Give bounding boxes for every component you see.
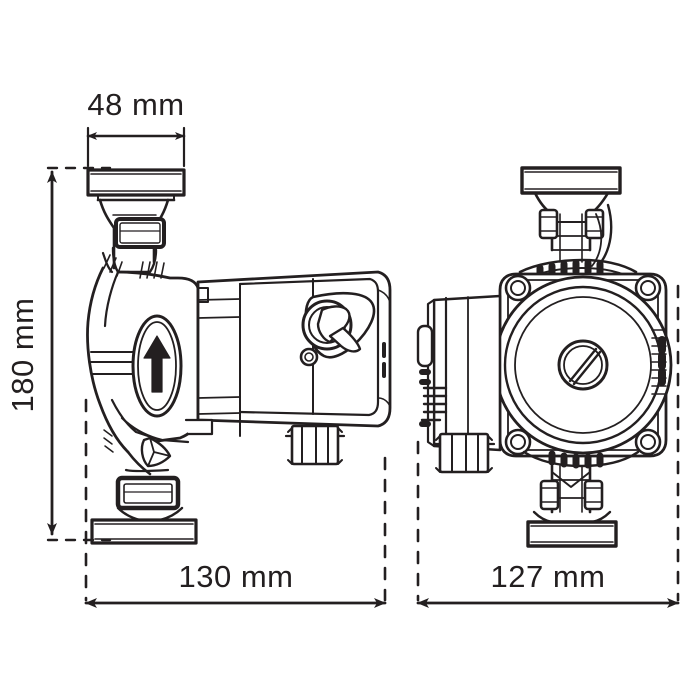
- front-neck-hex-nuts: [538, 208, 605, 240]
- rotary-selector-knob-icon[interactable]: [301, 291, 376, 359]
- top-pipe-flange: [86, 168, 186, 202]
- lower-union-nut: [115, 475, 181, 511]
- volute-connector-stub: [184, 287, 214, 436]
- front-lower-hex-nuts: [539, 479, 604, 511]
- terminal-box-edge-marks: [419, 369, 431, 427]
- lower-volute: [103, 398, 190, 476]
- front-top-flange: [520, 166, 622, 195]
- bottom-pipe-flange: [90, 518, 198, 545]
- dim-label-130mm: 130 mm: [179, 559, 294, 594]
- flow-direction-arrow-icon: [143, 335, 171, 393]
- led-indicator-icon: [299, 347, 319, 367]
- front-view-group: [416, 166, 673, 548]
- lower-fitting: [140, 436, 172, 468]
- dim-130-extensions: [84, 398, 387, 602]
- dim-label-127mm: 127 mm: [491, 559, 606, 594]
- front-housing-ridges: [651, 329, 667, 395]
- dim-label-180mm: 180 mm: [5, 298, 40, 413]
- side-view-group: [86, 168, 392, 545]
- bleed-screw-icon[interactable]: [557, 339, 609, 391]
- dim-127-extensions: [416, 284, 680, 602]
- cable-gland-icon: [284, 424, 346, 466]
- front-bottom-vent-slots: [548, 450, 604, 469]
- dim-48-extensions: [86, 126, 186, 168]
- flow-direction-indicator: [131, 314, 183, 418]
- terminal-box-icon: [416, 294, 502, 452]
- front-cable-gland-icon: [432, 432, 496, 474]
- upper-union-nut: [114, 217, 166, 249]
- front-bottom-flange: [526, 520, 618, 548]
- terminal-box-fins: [420, 386, 448, 422]
- dim-label-48mm: 48 mm: [87, 87, 184, 122]
- front-corner-bolts: [504, 274, 662, 456]
